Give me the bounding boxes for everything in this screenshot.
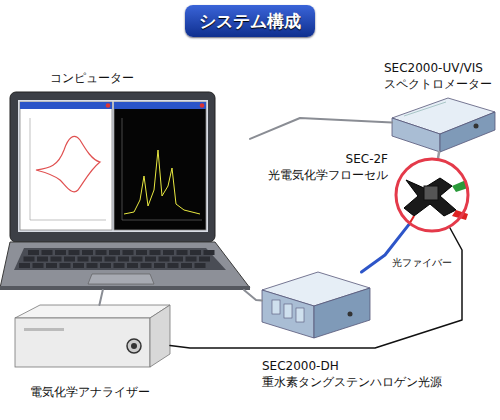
usb-cable: [244, 290, 262, 301]
device-label: SEC2000-UV/VISスペクトロメーター: [384, 60, 492, 92]
device-label: SEC2000-DH重水素タングステンハロゲン光源: [262, 358, 442, 390]
highlight-circle: [394, 157, 470, 233]
device-name: 光電気化学フローセル: [268, 167, 388, 183]
usb-cable: [250, 118, 392, 139]
light-source-illustration: [262, 272, 370, 338]
device-label: コンピューター: [50, 70, 134, 86]
flow-cell-node: SEC-2F光電気化学フローセル: [394, 157, 470, 233]
spectrometer-node: SEC2000-UV/VISスペクトロメーター: [392, 98, 495, 152]
device-heading: SEC2000-UV/VIS: [384, 60, 492, 76]
computer-node: コンピューター: [0, 92, 250, 290]
device-heading: SEC-2F: [268, 151, 388, 167]
optical-fiber: [438, 152, 439, 159]
analyzer-illustration: [15, 305, 170, 367]
device-heading: コンピューター: [50, 70, 134, 86]
device-name: 重水素タングステンハロゲン光源: [262, 374, 442, 390]
light-source-node: SEC2000-DH重水素タングステンハロゲン光源: [262, 272, 370, 338]
device-label: SEC-2F光電気化学フローセル: [268, 151, 388, 183]
analyzer-node: 電気化学アナライザー: [15, 305, 170, 367]
title-banner: システム構成: [185, 5, 315, 37]
data-cable: [99, 290, 102, 305]
device-name: スペクトロメーター: [384, 76, 492, 92]
laptop-illustration: [0, 92, 250, 290]
device-heading: 電気化学アナライザー: [30, 384, 150, 400]
edge-label: 光ファイバー: [390, 256, 454, 269]
electrode-lead: [170, 228, 462, 349]
device-heading: SEC2000-DH: [262, 358, 442, 374]
spectrometer-illustration: [392, 98, 495, 152]
device-label: 電気化学アナライザー: [30, 384, 150, 400]
